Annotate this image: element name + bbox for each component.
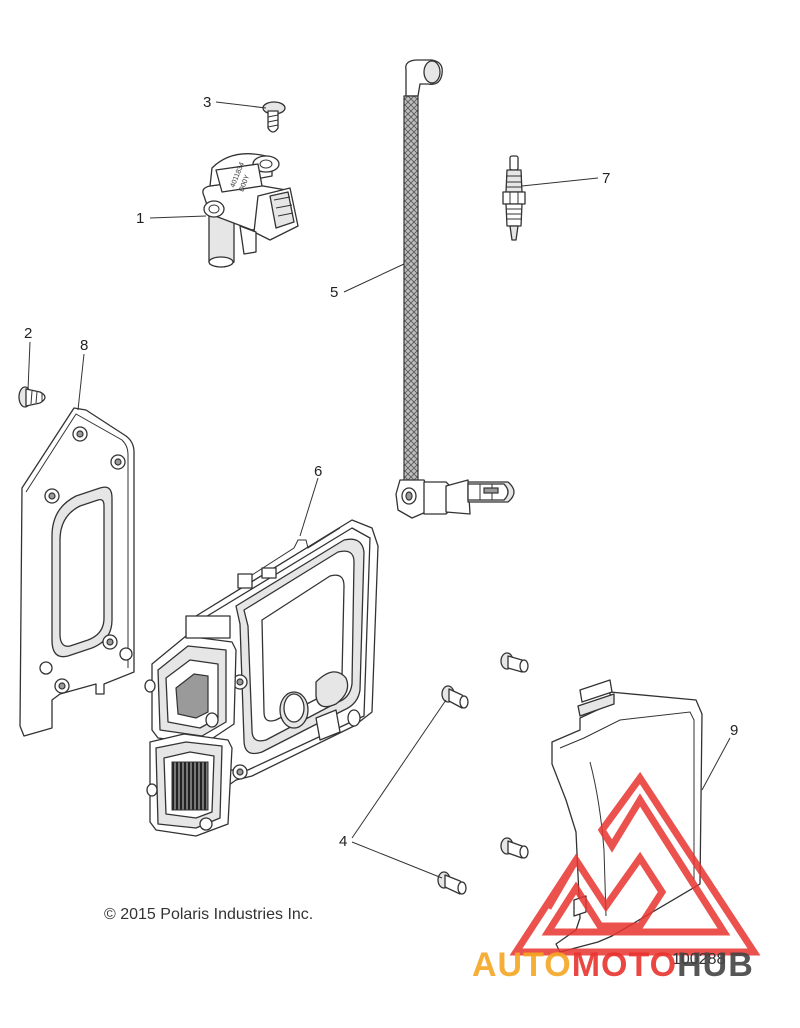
ignition-lead-part-5	[395, 59, 515, 519]
callout-1: 1	[136, 210, 144, 227]
callout-2: 2	[24, 325, 32, 342]
screw-part-4b	[441, 685, 469, 709]
callout-9: 9	[730, 722, 738, 739]
brand-hub: HUB	[677, 946, 754, 984]
screw-part-3	[262, 101, 286, 133]
callout-6: 6	[314, 463, 322, 480]
spark-plug-part-7	[502, 155, 526, 241]
screw-part-4c	[500, 837, 529, 859]
brand-moto: MOTO	[572, 946, 677, 984]
callout-8: 8	[80, 337, 88, 354]
copyright-text: © 2015 Polaris Industries Inc.	[104, 906, 313, 923]
watermark-logo	[509, 771, 761, 956]
screw-part-4a	[500, 652, 529, 673]
reference-number: 100288	[672, 951, 725, 968]
watermark-brand: AUTOMOTOHUB	[472, 946, 754, 984]
mounting-bracket-part-8	[19, 407, 135, 737]
callout-3: 3	[203, 94, 211, 111]
brand-auto: AUTO	[472, 946, 572, 984]
screw-part-4d	[437, 871, 467, 895]
screw-part-2	[18, 386, 46, 408]
ignition-coil-part-1: 4011834 D00Y	[202, 153, 299, 268]
callout-5: 5	[330, 284, 338, 301]
callout-4: 4	[339, 833, 347, 850]
callout-7: 7	[602, 170, 610, 187]
ecu-part-6	[144, 519, 379, 837]
leader-lines	[27, 101, 731, 879]
